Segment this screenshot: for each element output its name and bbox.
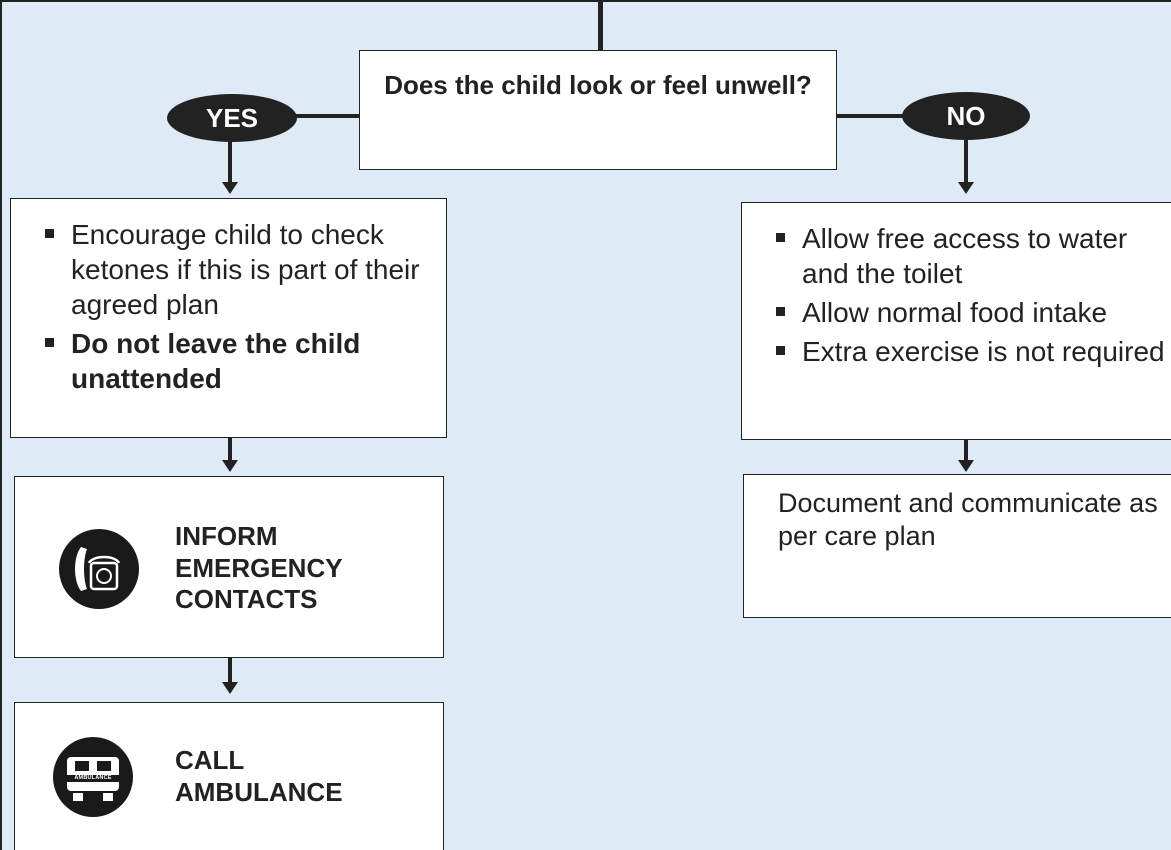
ambulance-connector (228, 658, 232, 682)
no-actions-list: Allow free access to water and the toile… (772, 221, 1170, 369)
action-item: Extra exercise is not required (772, 334, 1170, 369)
inform-connector (228, 438, 232, 462)
call-ambulance-box: AMBULANCE CALL AMBULANCE (14, 702, 444, 850)
ambulance-icon-text: AMBULANCE (74, 775, 112, 781)
inform-contacts-box: INFORM EMERGENCY CONTACTS (14, 476, 444, 658)
yes-connector (292, 114, 359, 118)
document-text: Document and communicate as per care pla… (778, 488, 1158, 551)
action-item: Allow free access to water and the toile… (772, 221, 1170, 291)
document-connector (964, 440, 968, 462)
no-down-connector (964, 140, 968, 182)
yes-down-connector (228, 142, 232, 182)
decision-question: Does the child look or feel unwell? (384, 70, 812, 100)
action-item: Encourage child to check ketones if this… (41, 217, 432, 322)
ambulance-icon: AMBULANCE (53, 737, 133, 817)
document-arrow-icon (958, 460, 974, 472)
inform-arrow-icon (222, 460, 238, 472)
decision-box: Does the child look or feel unwell? (359, 50, 837, 170)
action-item: Allow normal food intake (772, 295, 1170, 330)
telephone-icon (59, 529, 139, 609)
no-actions-box: Allow free access to water and the toile… (741, 202, 1171, 440)
yes-label: YES (167, 94, 297, 142)
yes-arrow-icon (222, 182, 238, 194)
yes-actions-list: Encourage child to check ketones if this… (41, 217, 432, 396)
ambulance-arrow-icon (222, 682, 238, 694)
no-label: NO (902, 92, 1030, 140)
document-box: Document and communicate as per care pla… (743, 474, 1171, 618)
yes-actions-box: Encourage child to check ketones if this… (10, 198, 447, 438)
inform-label: INFORM EMERGENCY CONTACTS (175, 521, 343, 615)
no-arrow-icon (958, 182, 974, 194)
action-item: Do not leave the child unattended (41, 326, 432, 396)
ambulance-label: CALL AMBULANCE (175, 745, 343, 807)
no-connector (837, 114, 912, 118)
top-connector (598, 2, 603, 50)
